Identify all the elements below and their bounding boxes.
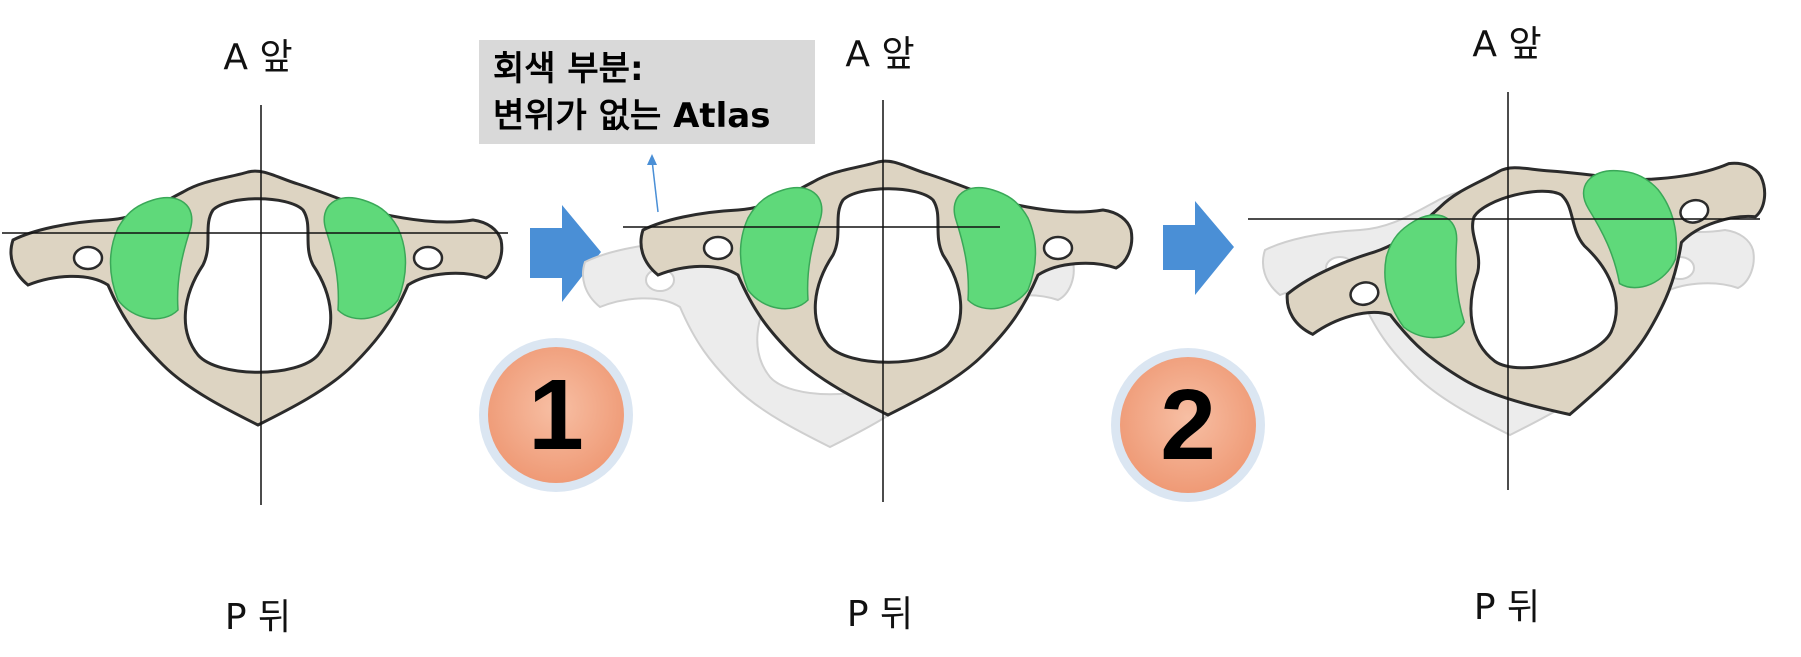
anterior-label: A 앞 [845, 34, 915, 75]
atlas-vertebra [9, 169, 504, 427]
posterior-label: P 뒤 [224, 597, 292, 638]
anterior-label: A 앞 [1472, 24, 1542, 65]
posterior-label: P 뒤 [846, 594, 914, 635]
callout-pointer [651, 159, 659, 213]
callout-line-2: 변위가 없는 Atlas [493, 96, 771, 136]
anterior-label: A 앞 [223, 37, 293, 78]
step-number-2: 2 [1160, 369, 1216, 481]
step-badge-1 [479, 338, 633, 492]
callout-pointer-head [647, 154, 657, 165]
callout-line-1: 회색 부분: [493, 49, 644, 89]
panel-step1 [581, 100, 1134, 502]
callout-box: 회색 부분: 변위가 없는 Atlas [479, 40, 815, 144]
right-arrow-icon [530, 205, 601, 302]
posterior-label: P 뒤 [1473, 587, 1541, 628]
step-badge-2 [1111, 348, 1265, 502]
step-number-1: 1 [528, 359, 584, 471]
right-arrow-icon [1163, 201, 1234, 295]
panel-original [2, 105, 508, 505]
panel-step2 [1248, 92, 1801, 490]
